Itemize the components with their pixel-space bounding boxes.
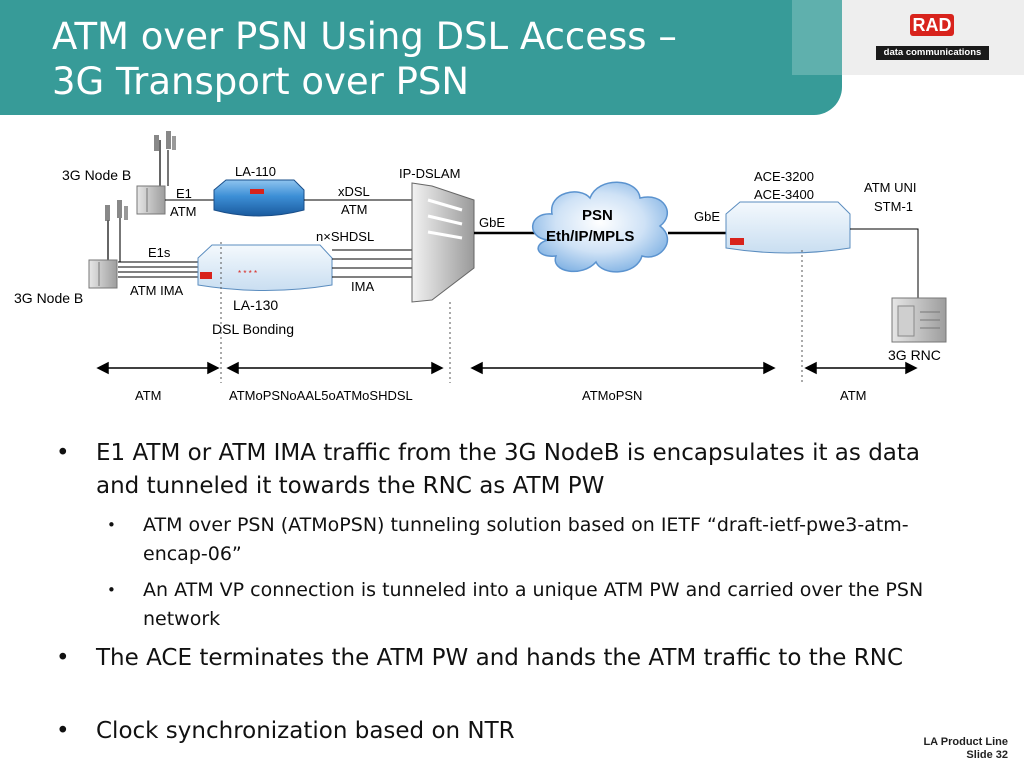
la-110-device: [213, 179, 305, 217]
slide-title-line1: ATM over PSN Using DSL Access –: [52, 15, 677, 58]
segment-atmopsn: ATMoPSN: [582, 388, 642, 403]
title-bar: [0, 0, 842, 115]
segment-atmopsn-aal5: ATMoPSNoAAL5oATMoSHDSL: [229, 388, 413, 403]
gbe-right-label: GbE: [694, 209, 720, 224]
e1-label: E1: [176, 186, 192, 201]
la-110-label: LA-110: [235, 164, 276, 179]
rnc-label: 3G RNC: [888, 347, 941, 363]
e1s-label: E1s: [148, 245, 171, 260]
atm-ima-label: ATM IMA: [130, 283, 184, 298]
bullet-dot: •: [56, 440, 70, 466]
bullet-dot: •: [56, 645, 70, 671]
ace-label-2: ACE-3400: [754, 187, 814, 202]
bullet-1-text: E1 ATM or ATM IMA traffic from the 3G No…: [96, 440, 921, 499]
footer-slide-number: Slide 32: [966, 749, 1008, 761]
sub-bullet-2: • An ATM VP connection is tunneled into …: [107, 576, 943, 634]
node-b-bottom-icon: [88, 200, 128, 289]
ace-device: [725, 201, 851, 254]
la-130-device: * * * *: [197, 244, 333, 291]
node-b-top-icon: [136, 131, 176, 215]
sub-bullet-1: • ATM over PSN (ATMoPSN) tunneling solut…: [107, 511, 943, 569]
gbe-left-label: GbE: [479, 215, 505, 230]
ip-dslam-label: IP-DSLAM: [399, 166, 460, 181]
ace-label-1: ACE-3200: [754, 169, 814, 184]
segment-atm-left: ATM: [135, 388, 161, 403]
svg-text:* * * *: * * * *: [238, 269, 257, 278]
bullet-2-text: The ACE terminates the ATM PW and hands …: [96, 645, 903, 671]
logo-area: [842, 0, 1024, 75]
bullet-3-text: Clock synchronization based on NTR: [96, 718, 515, 744]
e1-atm-label: ATM: [170, 204, 196, 219]
stm1-label: STM-1: [874, 199, 913, 214]
segment-atm-right: ATM: [840, 388, 866, 403]
sub-bullet-2-text: An ATM VP connection is tunneled into a …: [143, 579, 924, 630]
slide-title: ATM over PSN Using DSL Access – 3G Trans…: [52, 14, 792, 104]
bullet-2: • The ACE terminates the ATM PW and hand…: [56, 642, 946, 675]
rnc-icon: [891, 297, 947, 343]
bullet-3: • Clock synchronization based on NTR: [56, 715, 946, 748]
xdsl-atm-label: ATM: [341, 202, 367, 217]
title-bar-accent: [792, 0, 842, 75]
psn-cloud-icon: [531, 181, 669, 273]
sub-bullet-1-text: ATM over PSN (ATMoPSN) tunneling solutio…: [143, 514, 909, 565]
dsl-bonding-label: DSL Bonding: [212, 321, 294, 337]
ip-dslam-icon: [411, 182, 475, 303]
slide-title-line2: 3G Transport over PSN: [52, 60, 470, 103]
bullet-dot: •: [56, 718, 70, 744]
bullet-1: • E1 ATM or ATM IMA traffic from the 3G …: [56, 437, 946, 503]
node-b-top-label: 3G Node B: [62, 167, 131, 183]
network-diagram: 3G Node B 3G Node B E1 ATM LA-110 xDSL A…: [14, 131, 947, 403]
bullet-dot: •: [107, 516, 116, 534]
atm-uni-label: ATM UNI: [864, 180, 916, 195]
psn-sub-label: Eth/IP/MPLS: [546, 228, 634, 245]
nxshdsl-label: n×SHDSL: [316, 229, 374, 244]
segment-arrows: [96, 361, 918, 375]
xdsl-label: xDSL: [338, 184, 370, 199]
slide-footer: LA Product Line Slide 32: [923, 736, 1008, 762]
rad-logo: RAD: [910, 14, 954, 36]
bullet-dot: •: [107, 581, 116, 599]
psn-label: PSN: [582, 207, 613, 224]
footer-product-line: LA Product Line: [923, 736, 1008, 748]
la-130-label: LA-130: [233, 297, 278, 313]
rad-logo-subtitle: data communications: [876, 46, 989, 60]
node-b-bottom-label: 3G Node B: [14, 290, 83, 306]
ima-label: IMA: [351, 279, 374, 294]
